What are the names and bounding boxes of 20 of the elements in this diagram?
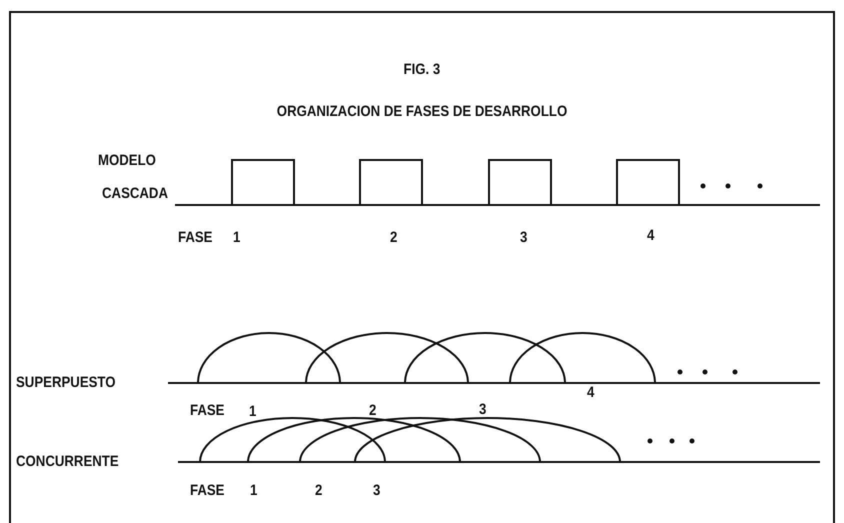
diagram-title: ORGANIZACION DE FASES DE DESARROLLO (276, 103, 568, 121)
phase-number: 3 (479, 401, 486, 419)
phase-number: 2 (315, 482, 322, 500)
model-name: CASCADA (102, 185, 168, 203)
phase-label: FASE (190, 482, 224, 500)
phase-number: 1 (250, 482, 258, 500)
phase-number: 4 (647, 227, 654, 245)
phase-number: 2 (369, 402, 376, 420)
phase-number: 4 (587, 384, 594, 402)
phase-label: FASE (190, 402, 224, 420)
model-name: SUPERPUESTO (16, 374, 116, 392)
model-name: CONCURRENTE (16, 453, 119, 471)
phase-number: 3 (373, 482, 380, 500)
column-heading: MODELO (98, 152, 156, 170)
phase-number: 2 (390, 229, 398, 247)
phase-number: 1 (233, 229, 240, 247)
phase-number: 3 (520, 229, 528, 247)
phase-label: FASE (178, 229, 212, 247)
figure-number: FIG. 3 (404, 61, 440, 79)
phase-number: 1 (249, 403, 256, 421)
